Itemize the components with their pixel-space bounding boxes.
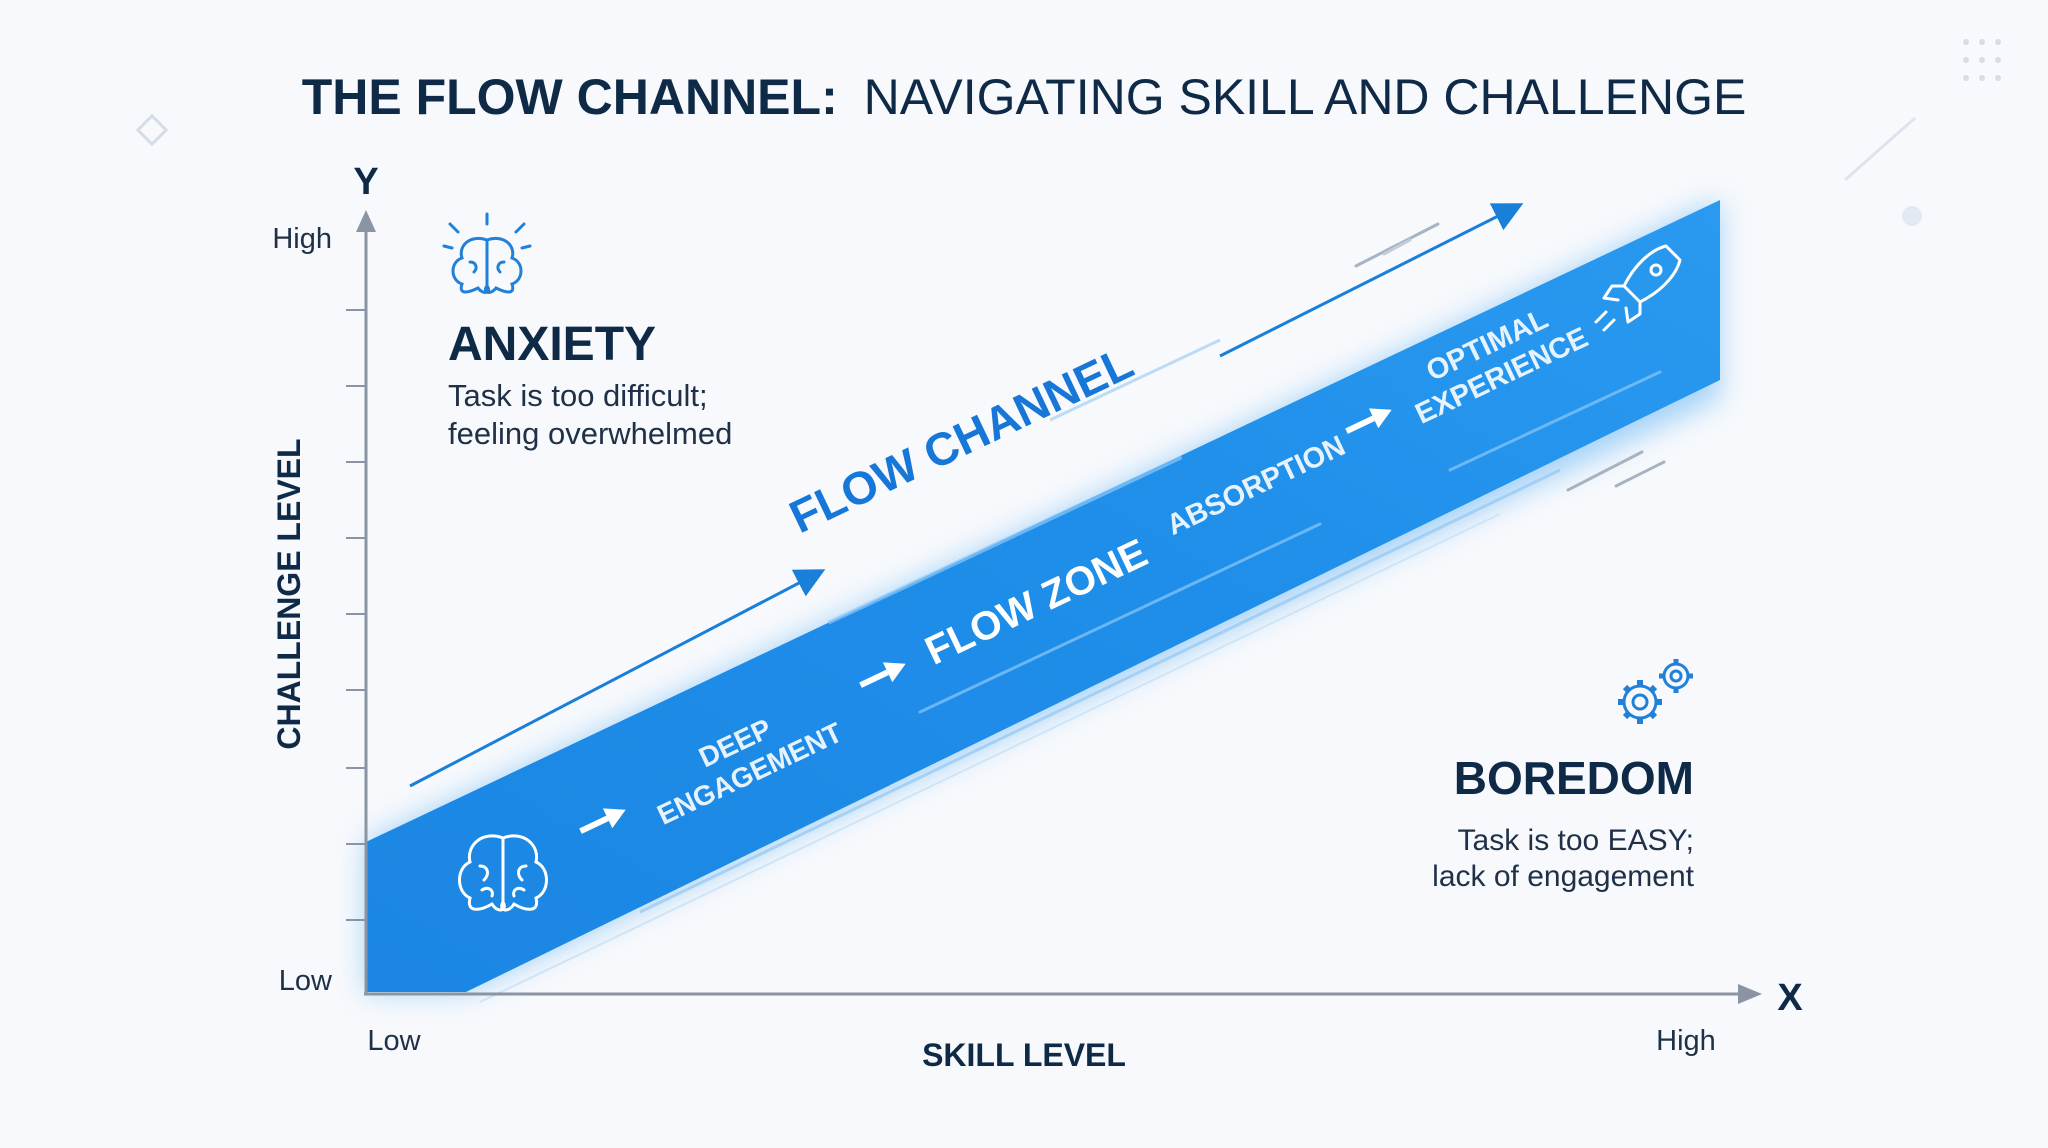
y-axis-letter: Y	[353, 161, 378, 203]
x-high-label: High	[1656, 1025, 1716, 1057]
decor-dots	[1963, 39, 2001, 81]
y-high-label: High	[272, 223, 332, 255]
y-axis-ticks	[346, 309, 366, 921]
flow-band	[366, 200, 1720, 992]
title-regular: NAVIGATING SKILL AND CHALLENGE	[864, 69, 1747, 125]
anxiety-brain-icon	[442, 212, 532, 294]
x-axis-letter: X	[1777, 977, 1803, 1019]
boredom-heading: BOREDOM	[1454, 752, 1694, 804]
band-inner-arrows	[579, 408, 1392, 834]
decor-circle	[1902, 206, 1922, 226]
boredom-line-2: lack of engagement	[1432, 860, 1695, 893]
band-start-brain-icon	[458, 834, 548, 912]
band-shadow-line	[639, 468, 1561, 914]
page-title: THE FLOW CHANNEL: NAVIGATING SKILL AND C…	[302, 69, 1747, 125]
band-streaks	[828, 370, 1662, 714]
anxiety-heading: ANXIETY	[448, 318, 656, 371]
x-axis-title: SKILL LEVEL	[922, 1037, 1126, 1073]
y-axis-arrow	[356, 210, 376, 232]
motion-dashes	[1354, 222, 1666, 492]
channel-guide-fade	[1049, 338, 1221, 422]
anxiety-line-1: Task is too difficult;	[448, 378, 708, 413]
x-axis-arrow	[1738, 984, 1762, 1004]
channel-arrow-lower	[409, 569, 826, 788]
title-bold: THE FLOW CHANNEL:	[302, 69, 838, 125]
y-low-label: Low	[279, 965, 333, 997]
band-shadow-line-2	[479, 513, 1501, 1003]
x-low-label: Low	[367, 1025, 421, 1057]
boredom-line-1: Task is too EASY;	[1458, 824, 1694, 857]
boredom-gears-icon	[1618, 659, 1693, 724]
decor-line	[1844, 116, 1916, 182]
channel-arrow-upper	[1219, 203, 1524, 358]
decor-diamond	[135, 113, 169, 147]
band-end-rocket-icon	[1594, 244, 1682, 332]
y-axis-title: CHALLENGE LEVEL	[271, 438, 307, 749]
anxiety-line-2: feeling overwhelmed	[448, 416, 732, 451]
